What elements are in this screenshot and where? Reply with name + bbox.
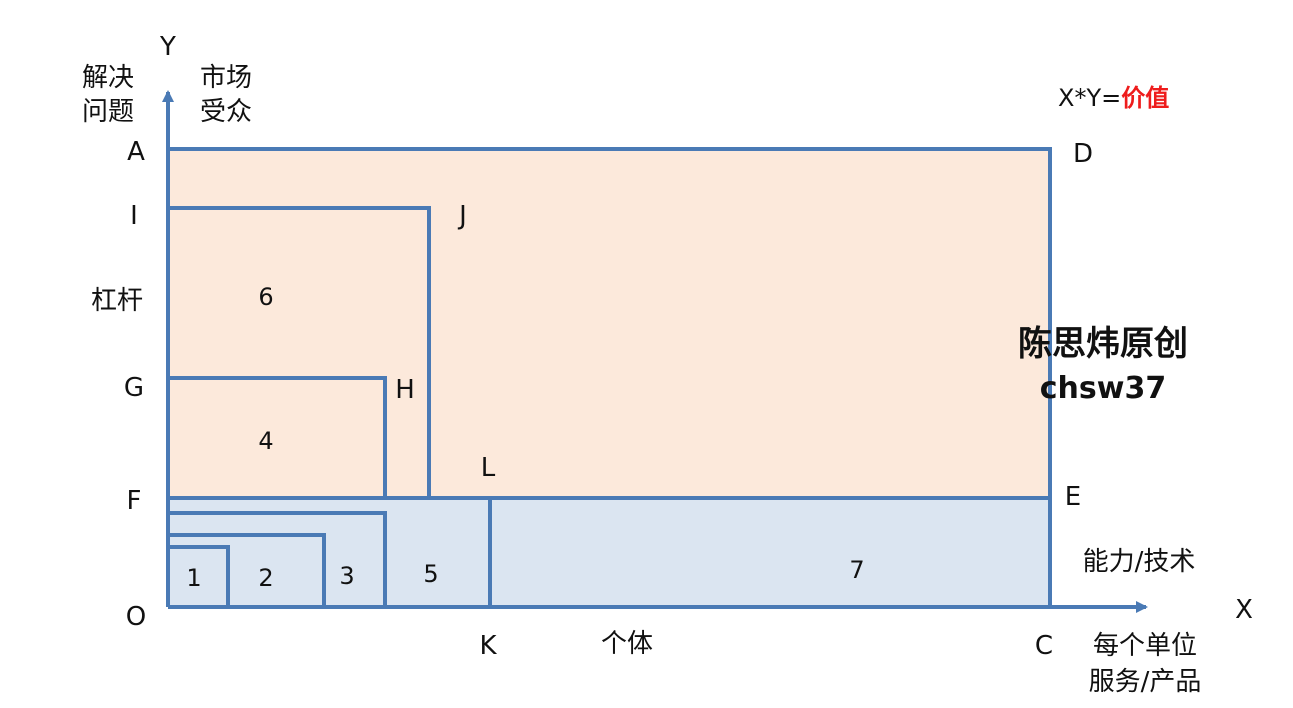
watermark-line2: chsw37 [1040, 371, 1166, 406]
capability-label: 能力/技术 [1083, 547, 1196, 577]
point-F: F [127, 486, 142, 516]
leverage-caption: 杠杆 [91, 286, 143, 316]
formula-accent: 价值 [1121, 84, 1169, 112]
point-L: L [481, 453, 496, 483]
point-A: A [127, 137, 145, 167]
region-label-7: 7 [849, 556, 864, 584]
upper-region-fill [168, 149, 1050, 498]
region-label-3: 3 [339, 562, 354, 590]
value-formula: X*Y=价值 [1058, 84, 1169, 112]
rect-GH [168, 376, 387, 498]
region-label-4: 4 [258, 427, 273, 455]
origin-label: O [126, 602, 146, 632]
y-caption-right-1: 市场 [200, 63, 252, 93]
rect-3 [168, 511, 387, 607]
x-axis-label: X [1235, 595, 1253, 625]
region-label-2: 2 [258, 564, 273, 592]
formula-prefix: X*Y= [1058, 84, 1121, 112]
point-G: G [124, 373, 144, 403]
region-label-6: 6 [258, 283, 273, 311]
point-I: I [130, 201, 138, 231]
point-E: E [1065, 482, 1081, 512]
point-C: C [1035, 631, 1053, 661]
rect-IJ [168, 206, 431, 498]
y-caption-right-2: 受众 [200, 97, 252, 127]
watermark-line1: 陈思炜原创 [1018, 324, 1188, 364]
point-J: J [457, 201, 467, 231]
region-label-1: 1 [186, 564, 201, 592]
region-label-5: 5 [423, 560, 438, 588]
point-D: D [1073, 139, 1093, 169]
per-unit-caption-1: 每个单位 [1093, 631, 1197, 661]
per-unit-caption-2: 服务/产品 [1089, 667, 1202, 697]
point-K: K [479, 631, 497, 661]
y-axis-label: Y [159, 32, 176, 62]
point-H: H [395, 375, 415, 405]
lower-region-fill [168, 498, 1050, 607]
rect-ADCO [168, 147, 1052, 607]
individual-caption: 个体 [601, 629, 653, 659]
y-caption-left-1: 解决 [82, 63, 134, 93]
rect-2 [168, 533, 326, 607]
y-caption-left-2: 问题 [82, 97, 134, 127]
rect-1 [168, 545, 230, 607]
